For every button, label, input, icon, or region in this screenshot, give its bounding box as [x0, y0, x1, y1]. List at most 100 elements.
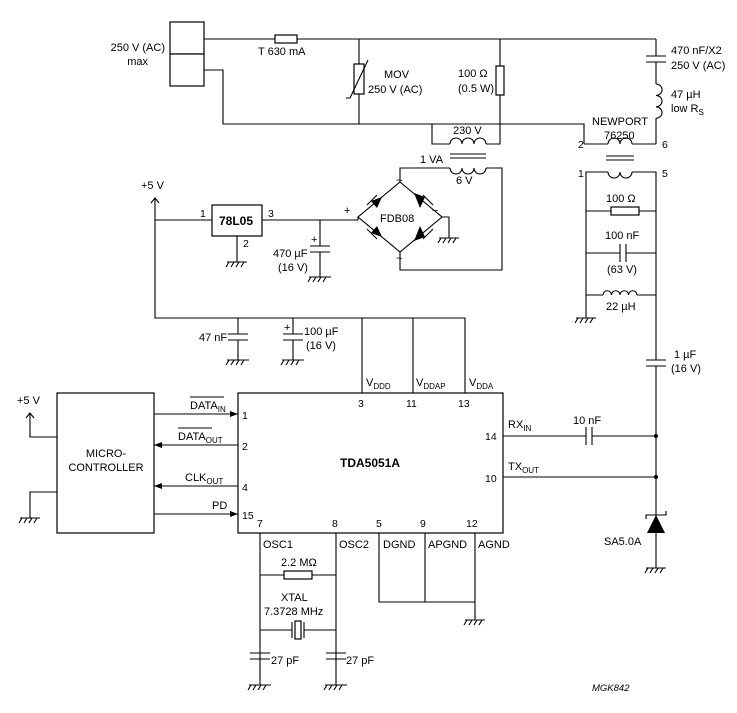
newport-pin5: 5: [662, 168, 668, 180]
crystal-frequency: 7.3728 MHz: [264, 606, 323, 618]
pin-osc2-number: 8: [332, 518, 338, 530]
ground-symbol: [18, 517, 40, 524]
x2-capacitor-value: 470 nF/X2: [671, 45, 722, 57]
pin-vdda-number: 13: [458, 398, 470, 410]
bridge-minus: −: [432, 205, 438, 217]
pin-clkout-label: CLKOUT: [185, 472, 223, 486]
pin-osc1-number: 7: [257, 518, 263, 530]
pin-vdda-label: VDDA: [469, 377, 494, 391]
newport-transformer: [606, 137, 634, 179]
vdd-wires: [361, 318, 466, 393]
supply-label: +5 V: [141, 180, 165, 192]
tvs-diode: [645, 511, 667, 533]
pin-vddap-label: VDDAP: [416, 377, 446, 391]
line-inductor-value: 47 µH: [671, 89, 701, 101]
micro-supply-wire: [29, 413, 57, 438]
secondary-wires: [399, 167, 503, 271]
reg-capacitor: [307, 220, 331, 283]
osc-cap-1-value: 27 pF: [271, 655, 299, 667]
pin-apgnd-number: 9: [420, 518, 426, 530]
mains-connector: [169, 21, 205, 87]
transformer-primary: 230 V: [453, 125, 482, 137]
pin-apgnd-label: APGND: [428, 539, 467, 551]
micro-ground-wire: [29, 491, 57, 518]
pin-osc2-label: OSC2: [339, 539, 369, 551]
mov-varistor: [346, 59, 369, 99]
mains-max-label: max: [127, 56, 148, 68]
pin-dataout-label: DATAOUT: [178, 431, 223, 445]
bridge-ac-top: ~: [396, 175, 402, 187]
micro-signal-wires: [154, 411, 238, 517]
junction-dot: [654, 475, 658, 479]
reg-capacitor-plus: +: [311, 234, 317, 246]
decoupling-cap-100u-voltage: (16 V): [306, 340, 336, 352]
tvs-diode-label: SA5.0A: [604, 536, 642, 548]
mov-name: MOV: [384, 69, 410, 81]
filter-wires: [585, 171, 657, 360]
pin-datain-label: DATAIN: [190, 400, 226, 414]
x2-capacitor: [646, 55, 666, 63]
pin-dgnd-label: DGND: [383, 539, 415, 551]
osc-wires: [259, 533, 337, 661]
tda5051a-chip: [237, 392, 504, 534]
fuse: [274, 34, 298, 44]
filter-inductor-value: 22 µH: [606, 301, 636, 313]
pin-vddap-number: 11: [406, 398, 417, 410]
ground-symbol: [574, 317, 596, 324]
bridge-plus: +: [344, 205, 350, 217]
regulator-name: 78L05: [219, 214, 253, 228]
output-capacitor-voltage: (16 V): [671, 363, 701, 375]
pin-pd-number: 15: [242, 510, 254, 522]
osc-cap-1: [247, 652, 271, 691]
line-inductor-note: low RS: [671, 103, 704, 117]
micro-line2: CONTROLLER: [68, 462, 143, 474]
supply-rail: [154, 198, 466, 378]
decoupling-cap-100u-plus: +: [284, 322, 290, 334]
bridge-ground-wire: [442, 216, 450, 238]
ground-symbol: [644, 567, 666, 574]
decoupling-cap-47n-value: 47 nF: [199, 332, 227, 344]
power-transformer: [449, 137, 487, 175]
regulator-78l05: [211, 204, 263, 237]
newport-pin6: 6: [662, 139, 668, 151]
crystal: [291, 620, 305, 640]
decoupling-cap-100u: [280, 318, 304, 366]
bridge-name: FDB08: [380, 213, 414, 225]
pin-dataout-number: 2: [242, 441, 248, 453]
crystal-label: XTAL: [281, 592, 308, 604]
pin-agnd-number: 12: [466, 518, 478, 530]
junction-dot: [654, 434, 658, 438]
chip-name: TDA5051A: [340, 456, 400, 470]
osc-cap-2: [323, 652, 347, 691]
osc-resistor: [283, 570, 313, 580]
output-wires: [503, 366, 657, 568]
decoupling-cap-100u-value: 100 µF: [304, 326, 339, 338]
transformer-va: 1 VA: [420, 154, 444, 166]
filter-resistor: [610, 206, 640, 216]
pin-txout-number: 10: [485, 473, 497, 485]
coupling-wires: [584, 39, 657, 145]
osc-cap-2-value: 27 pF: [346, 655, 374, 667]
pin-dgnd-number: 5: [376, 518, 382, 530]
filter-capacitor: [619, 244, 627, 262]
microcontroller: [56, 392, 155, 534]
regulator-pin-out: 3: [268, 208, 274, 220]
osc-resistor-value: 2.2 MΩ: [281, 557, 317, 569]
pin-vddd-label: VDDD: [366, 377, 391, 391]
rx-capacitor-value: 10 nF: [573, 415, 601, 427]
micro-supply: +5 V: [17, 395, 41, 407]
line-inductor: [655, 83, 663, 119]
mains-resistor-value: 100 Ω: [458, 68, 488, 80]
pin-pd-label: PD: [212, 500, 227, 512]
bridge-rectifier: [357, 181, 443, 253]
micro-supply-arrow: [25, 412, 35, 419]
mains-wires: [204, 38, 656, 145]
ground-symbol: [225, 261, 247, 268]
newport-name: NEWPORT: [592, 116, 648, 128]
filter-inductor: [602, 290, 638, 296]
supply-arrow: [150, 197, 160, 204]
pin-txout-label: TXOUT: [508, 461, 539, 475]
bridge-ac-bottom: ~: [396, 253, 402, 265]
pin-rxin-label: RXIN: [508, 419, 532, 433]
